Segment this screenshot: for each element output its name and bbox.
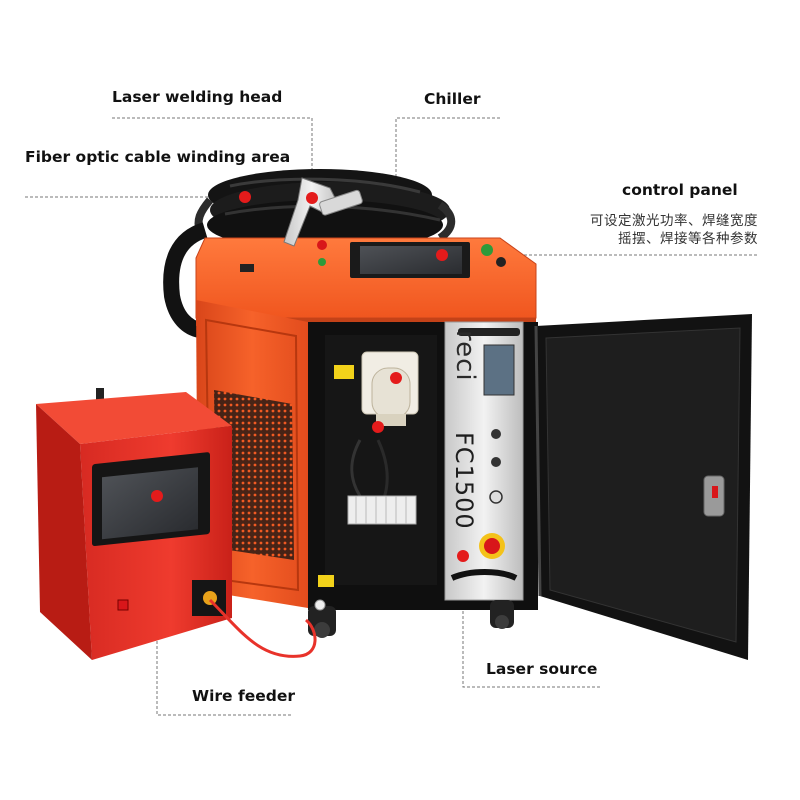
label-chiller: Chiller — [424, 90, 481, 108]
label-wire-feeder: Wire feeder — [192, 687, 295, 705]
model-number: FC1500 — [450, 432, 478, 530]
label-laser-source: Laser source — [486, 660, 598, 678]
brand-logo: reci — [450, 330, 480, 382]
open-cabinet-door — [534, 314, 752, 660]
marker-laser-source — [457, 550, 469, 562]
control-panel-note-line2: 摇摆、焊接等各种参数 — [618, 231, 758, 248]
label-fiber-cable-area: Fiber optic cable winding area — [25, 148, 291, 166]
label-laser-welding-head: Laser welding head — [112, 88, 283, 106]
marker-control-panel — [436, 249, 448, 261]
leader-laser-welding-head — [112, 117, 313, 198]
control-panel-note-line1: 可设定激光功率、焊缝宽度 — [590, 213, 758, 229]
leader-laser-source — [462, 556, 602, 688]
label-control-panel: control panel — [622, 181, 738, 199]
marker-chiller-tank — [372, 421, 384, 433]
callout-markers — [151, 191, 469, 562]
marker-fiber-cable — [239, 191, 251, 203]
marker-chiller — [390, 372, 402, 384]
laser-welding-machine — [195, 177, 538, 638]
control-panel-note: 可设定激光功率、焊缝宽度 摇摆、焊接等各种参数 — [590, 212, 758, 248]
marker-laser-welding-head — [306, 192, 318, 204]
marker-wire-feeder — [151, 490, 163, 502]
wire-feeder-unit — [36, 388, 317, 660]
